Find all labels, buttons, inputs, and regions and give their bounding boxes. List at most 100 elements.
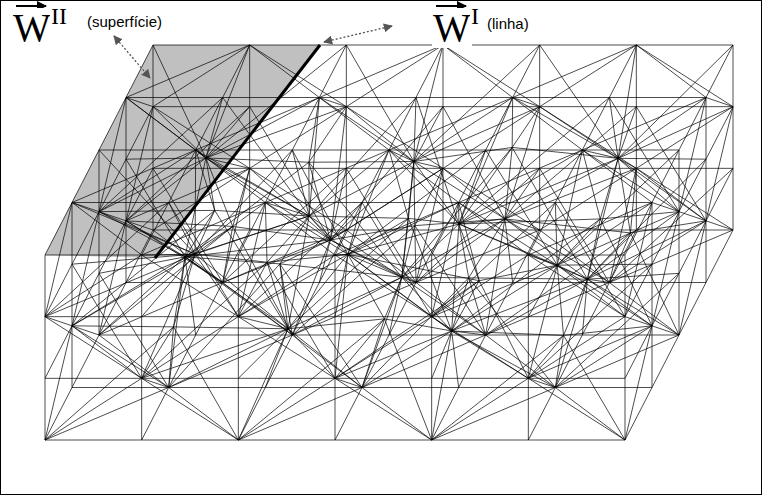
mesh-edge	[582, 150, 618, 158]
mesh-edge	[126, 45, 250, 98]
mesh-edge	[432, 203, 459, 256]
mesh-edge	[348, 203, 362, 255]
mesh-edge	[319, 282, 416, 283]
mesh-edge	[335, 317, 432, 379]
mesh-edge	[459, 98, 609, 225]
mesh-edge	[72, 150, 99, 203]
mesh-edge	[555, 388, 625, 441]
mesh-edge	[528, 326, 652, 379]
mesh-edge	[505, 107, 636, 219]
mesh-edge	[512, 107, 539, 148]
mesh-edge	[174, 327, 288, 329]
mesh-edge	[706, 98, 707, 160]
mesh-edge	[126, 98, 127, 160]
mesh-edge	[45, 440, 142, 441]
mesh-edge	[505, 219, 513, 283]
mesh-edge	[292, 240, 330, 335]
mesh-edge	[206, 98, 223, 158]
mesh-edge	[389, 150, 459, 224]
mesh-edge	[288, 218, 409, 328]
mesh-edge	[625, 326, 652, 440]
mesh-edge	[587, 279, 609, 282]
mesh-edge	[540, 45, 618, 158]
mesh-edge	[432, 378, 529, 379]
mesh-edge	[706, 107, 733, 160]
mesh-edge	[362, 278, 469, 388]
mesh-edge	[238, 388, 265, 441]
mesh-edge	[265, 150, 292, 203]
mesh-edge	[267, 262, 335, 378]
mesh-edge	[169, 335, 196, 388]
mesh-edge	[142, 316, 239, 317]
mesh-edge	[126, 107, 153, 221]
mesh-edge	[389, 283, 416, 336]
mesh-edge	[196, 150, 206, 158]
mesh-edge	[250, 168, 347, 169]
mesh-edge	[238, 329, 288, 440]
mesh-edge	[330, 168, 346, 240]
mesh-edge	[582, 150, 600, 219]
mesh-edge	[528, 388, 555, 441]
mesh-edge	[99, 212, 100, 274]
mesh-edge	[319, 98, 389, 151]
mesh-edge	[45, 203, 72, 256]
mesh-edge	[185, 257, 196, 335]
mesh-edge	[195, 150, 197, 254]
mesh-edge	[206, 158, 309, 162]
mesh-edge	[706, 98, 733, 107]
mesh-edge	[458, 203, 459, 225]
mesh-edge	[99, 212, 126, 221]
mesh-edge	[142, 440, 239, 441]
mesh-edge	[416, 97, 513, 98]
superscript: II	[50, 4, 68, 28]
mesh-edge	[636, 106, 733, 107]
mesh-edge	[250, 168, 347, 230]
mesh-edge	[539, 168, 540, 230]
mesh-edge	[174, 257, 185, 327]
mesh-edge	[513, 98, 540, 107]
mesh-edge	[126, 230, 153, 283]
mesh-edge	[362, 277, 402, 387]
mesh-edge	[528, 378, 555, 387]
mesh-edge	[389, 98, 513, 151]
mesh-edge	[99, 158, 206, 212]
mesh-edge	[309, 161, 414, 163]
mesh-edge	[45, 388, 72, 441]
mesh-edge	[609, 230, 636, 283]
mesh-edge	[265, 202, 362, 203]
mesh-edge	[45, 203, 169, 317]
mesh-edge	[99, 335, 196, 336]
mesh-edge	[309, 107, 346, 163]
mesh-edge	[557, 265, 652, 326]
mesh-edge	[319, 97, 416, 98]
mesh-edge	[215, 210, 309, 216]
mesh-edge	[459, 335, 486, 388]
mesh-edge	[45, 255, 46, 317]
mesh-edge	[733, 168, 734, 230]
mesh-edge	[706, 221, 733, 230]
mesh-edge	[45, 255, 142, 317]
mesh-edge	[625, 326, 652, 379]
mesh-edge	[431, 378, 432, 440]
mesh-edge	[45, 317, 46, 379]
mesh-edge	[335, 281, 479, 379]
mesh-edge	[223, 230, 250, 283]
mesh-edge	[408, 218, 451, 331]
mesh-edge	[249, 45, 250, 107]
mesh-edge	[153, 168, 154, 230]
mesh-edge	[636, 45, 706, 98]
mesh-edge	[126, 158, 206, 159]
mesh-edge	[280, 264, 292, 335]
mesh-edge	[362, 150, 389, 203]
mesh-edge	[625, 388, 652, 441]
mesh-edge	[126, 97, 223, 98]
mesh-edge	[505, 158, 618, 219]
mesh-edge	[432, 255, 529, 256]
mesh-edge	[153, 107, 154, 169]
mesh-edge	[335, 255, 432, 317]
mesh-edge	[72, 257, 185, 326]
mesh-edge	[706, 159, 707, 221]
mesh-edge	[99, 150, 100, 212]
mesh-edge	[733, 107, 734, 169]
mesh-edge	[196, 283, 223, 336]
